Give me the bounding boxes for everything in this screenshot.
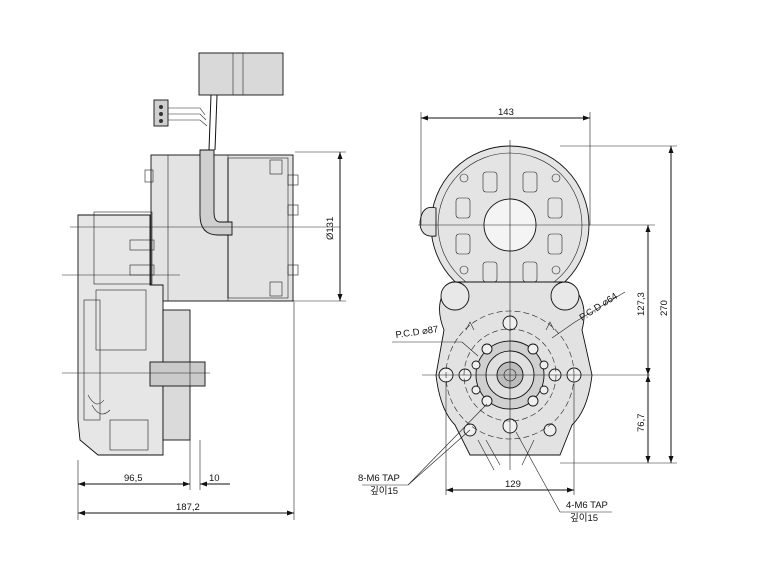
cable-pipe <box>199 149 233 236</box>
connector-housing <box>198 52 284 96</box>
dim-diameter-label: Ø131 <box>325 217 336 240</box>
tap-8-label: 8-M6 TAP <box>358 473 400 484</box>
dim-base-width-label: 129 <box>505 479 521 490</box>
side-view: Ø131 96,5 10 187,2 <box>62 52 346 520</box>
tap-4-label: 4-M6 TAP <box>566 500 608 511</box>
dim-flange-label: 10 <box>209 473 220 484</box>
dim-offset-label: 96,5 <box>124 473 143 484</box>
tap-8-depth: 깊이15 <box>370 485 398 497</box>
dim-total-length-label: 187,2 <box>176 502 200 513</box>
dim-width-label: 143 <box>498 107 514 118</box>
front-view: 143 270 127,3 76,7 129 P.C.D ⌀87 P.C.D ⌀… <box>358 107 677 524</box>
gearbox-body <box>77 214 164 456</box>
pcd-small-label: P.C.D ⌀64 <box>578 291 620 324</box>
pcd-large-label: P.C.D ⌀87 <box>395 324 439 341</box>
dim-upper-label: 127,3 <box>636 292 647 316</box>
dim-lower-label: 76,7 <box>636 414 647 433</box>
tap-4-depth: 깊이15 <box>570 512 598 524</box>
dim-height-total-label: 270 <box>659 300 670 316</box>
